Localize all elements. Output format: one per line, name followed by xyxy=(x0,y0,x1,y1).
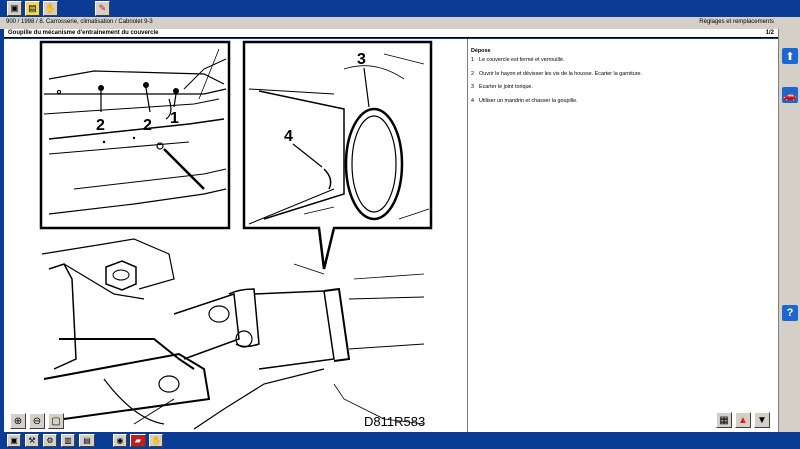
callout-1: 1 xyxy=(170,110,179,127)
breadcrumb: 900 / 1998 / 8. Carrosserie, climatisati… xyxy=(0,17,800,29)
gear-icon: ⚙ xyxy=(46,435,54,445)
detail-box-right: 3 4 xyxy=(242,40,433,270)
world-icon: ◉ xyxy=(116,435,124,445)
world-button[interactable]: ◉ xyxy=(113,434,127,447)
illustration: 2 2 1 3 4 xyxy=(39,40,433,430)
fit-button[interactable]: ▢ xyxy=(48,413,64,429)
step-text: Le couvercle est fermé et verrouillé. xyxy=(479,56,565,63)
instructions: Dépose 1 Le couvercle est fermé et verro… xyxy=(471,48,771,112)
hand-icon: ✋ xyxy=(151,435,161,445)
zoom-in-icon: ⊕ xyxy=(13,415,23,427)
settings-button[interactable]: ⚙ xyxy=(43,434,57,447)
callout-2b: 2 xyxy=(143,117,152,134)
tool-button[interactable]: ⚒ xyxy=(25,434,39,447)
arrow-up-icon: ▲ xyxy=(738,414,748,426)
home-button[interactable]: ▣ xyxy=(7,1,22,16)
help-button[interactable]: ? xyxy=(782,305,798,321)
next-page-button[interactable]: ▼ xyxy=(754,412,770,428)
callout-4: 4 xyxy=(284,128,293,145)
car-diag-icon: ▰ xyxy=(134,435,142,445)
step-text: Utiliser un mandrin et chasser la goupil… xyxy=(479,98,578,104)
step-text: Ouvrir le hayon et dévisser les vis de l… xyxy=(479,70,642,77)
bottom-home-button[interactable]: ▣ xyxy=(7,434,21,447)
page-counter: 1/2 xyxy=(765,30,774,36)
step-number: 3 xyxy=(471,84,474,91)
tray-icon: ▥ xyxy=(64,435,72,445)
content-divider xyxy=(467,39,468,432)
pencil-icon: ✎ xyxy=(98,3,107,13)
right-sidebar: ⬆ 🚗 ? xyxy=(778,29,800,432)
home-icon: ▣ xyxy=(10,435,18,445)
up-level-button[interactable]: ⬆ xyxy=(782,48,798,64)
instruction-step: 1 Le couvercle est fermé et verrouillé. xyxy=(471,57,771,64)
instruction-step: 2 Ouvrir le hayon et dévisser les vis de… xyxy=(471,71,771,78)
diagnostics-button[interactable]: ▰ xyxy=(130,434,146,447)
zoom-out-button[interactable]: ⊖ xyxy=(29,413,45,429)
tool-icon: ⚒ xyxy=(28,435,36,445)
help-icon: ? xyxy=(786,307,794,319)
zoom-in-button[interactable]: ⊕ xyxy=(10,413,26,429)
mechanism-drawing xyxy=(41,238,425,430)
vehicle-button[interactable]: 🚗 xyxy=(782,87,798,103)
instruction-step: 3 Ecarter le joint torique. xyxy=(471,84,771,91)
counter-button[interactable]: ▤ xyxy=(79,434,95,447)
instructions-heading: Dépose xyxy=(471,48,491,54)
car-icon: 🚗 xyxy=(783,89,797,102)
edit-button[interactable]: ✎ xyxy=(95,1,110,16)
step-number: 2 xyxy=(471,70,474,77)
step-number: 4 xyxy=(471,98,474,104)
counter-icon: ▤ xyxy=(83,435,91,445)
tray-button[interactable]: ▥ xyxy=(61,434,75,447)
hand-icon: ✋ xyxy=(44,3,57,13)
detail-box-left: 2 2 1 xyxy=(39,40,231,230)
callout-2a: 2 xyxy=(96,117,105,134)
home-icon: ▣ xyxy=(10,3,19,13)
bottom-hand-button[interactable]: ✋ xyxy=(149,434,163,447)
arrow-up-icon: ⬆ xyxy=(785,50,795,63)
callout-3: 3 xyxy=(357,51,366,68)
instruction-step: 4 Utiliser un mandrin et chasser la goup… xyxy=(471,98,771,105)
step-text: Ecarter le joint torique. xyxy=(479,84,533,91)
previous-page-button[interactable]: ▲ xyxy=(735,412,751,428)
hand-button[interactable]: ✋ xyxy=(43,1,58,16)
zoom-out-icon: ⊖ xyxy=(32,415,42,427)
content-area: 2 2 1 3 4 xyxy=(4,39,778,432)
bottom-toolbar: ▣ ⚒ ⚙ ▥ ▤ ◉ ▰ ✋ xyxy=(0,432,800,449)
document-icon: ▤ xyxy=(28,3,37,13)
breadcrumb-section: Réglages et remplacements xyxy=(699,19,774,25)
top-toolbar: ▣ ▤ ✋ ✎ xyxy=(0,0,800,17)
page-title: Goupille du mécanisme d'entraînement du … xyxy=(8,30,159,36)
document-button[interactable]: ▤ xyxy=(25,1,40,16)
overview-icon: ▦ xyxy=(719,414,729,426)
page-title-bar: Goupille du mécanisme d'entraînement du … xyxy=(4,29,778,38)
arrow-down-icon: ▼ xyxy=(757,414,767,426)
fit-icon: ▢ xyxy=(51,415,61,427)
step-number: 1 xyxy=(471,56,474,63)
overview-button[interactable]: ▦ xyxy=(716,412,732,428)
breadcrumb-path: 900 / 1998 / 8. Carrosserie, climatisati… xyxy=(6,19,153,25)
illustration-code: D811R583 xyxy=(364,414,425,429)
